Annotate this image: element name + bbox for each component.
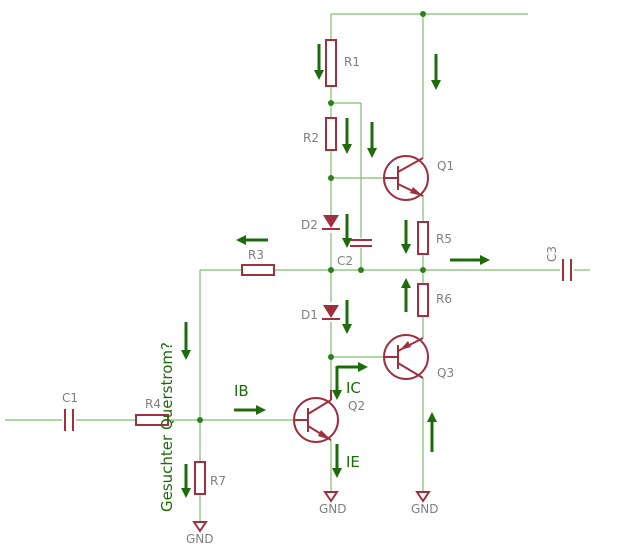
ground-r7: GND [186, 521, 214, 546]
gnd-q3-label: GND [411, 502, 439, 516]
capacitor-c1: C1 [62, 391, 78, 431]
querstrom-label: Gesuchter Querstrom? [158, 342, 176, 512]
gnd-q2-label: GND [319, 502, 347, 516]
resistor-r4: R4 [135, 397, 169, 426]
capacitor-c2: C2 [337, 239, 372, 268]
q3-label: Q3 [437, 366, 454, 380]
ground-q2: GND [319, 491, 347, 516]
resistor-r7: R7 [194, 461, 226, 495]
transistor-q3: Q3 [383, 334, 454, 380]
r6-label: R6 [436, 292, 452, 306]
resistor-r6: R6 [417, 283, 452, 317]
transistor-q1: Q1 [383, 155, 454, 201]
resistor-r3: R3 [241, 248, 275, 276]
r4-label: R4 [145, 397, 161, 411]
ic-label: IC [346, 379, 361, 397]
current-arrows [181, 44, 490, 498]
r2-label: R2 [303, 131, 319, 145]
d2-label: D2 [301, 218, 318, 232]
ib-label: IB [234, 382, 249, 400]
resistor-r1: R1 [325, 39, 360, 87]
diode-d2: D2 [301, 215, 340, 232]
gnd-r7-label: GND [186, 532, 214, 546]
d1-label: D1 [301, 308, 318, 322]
ie-label: IE [346, 453, 360, 471]
ground-q3: GND [411, 491, 439, 516]
capacitor-c3: C3 [545, 246, 572, 281]
r7-label: R7 [210, 474, 226, 488]
resistor-r2: R2 [303, 117, 337, 151]
r5-label: R5 [436, 232, 452, 246]
resistor-r5: R5 [417, 221, 452, 255]
wires [5, 13, 590, 522]
junction-dots [197, 11, 426, 423]
transistor-q2: Q2 [293, 390, 365, 443]
q1-label: Q1 [437, 159, 454, 173]
r1-label: R1 [344, 55, 360, 69]
c2-label: C2 [337, 254, 353, 268]
c3-label: C3 [545, 246, 559, 262]
c1-label: C1 [62, 391, 78, 405]
r3-label: R3 [248, 248, 264, 262]
q2-label: Q2 [348, 399, 365, 413]
diode-d1: D1 [301, 305, 340, 322]
